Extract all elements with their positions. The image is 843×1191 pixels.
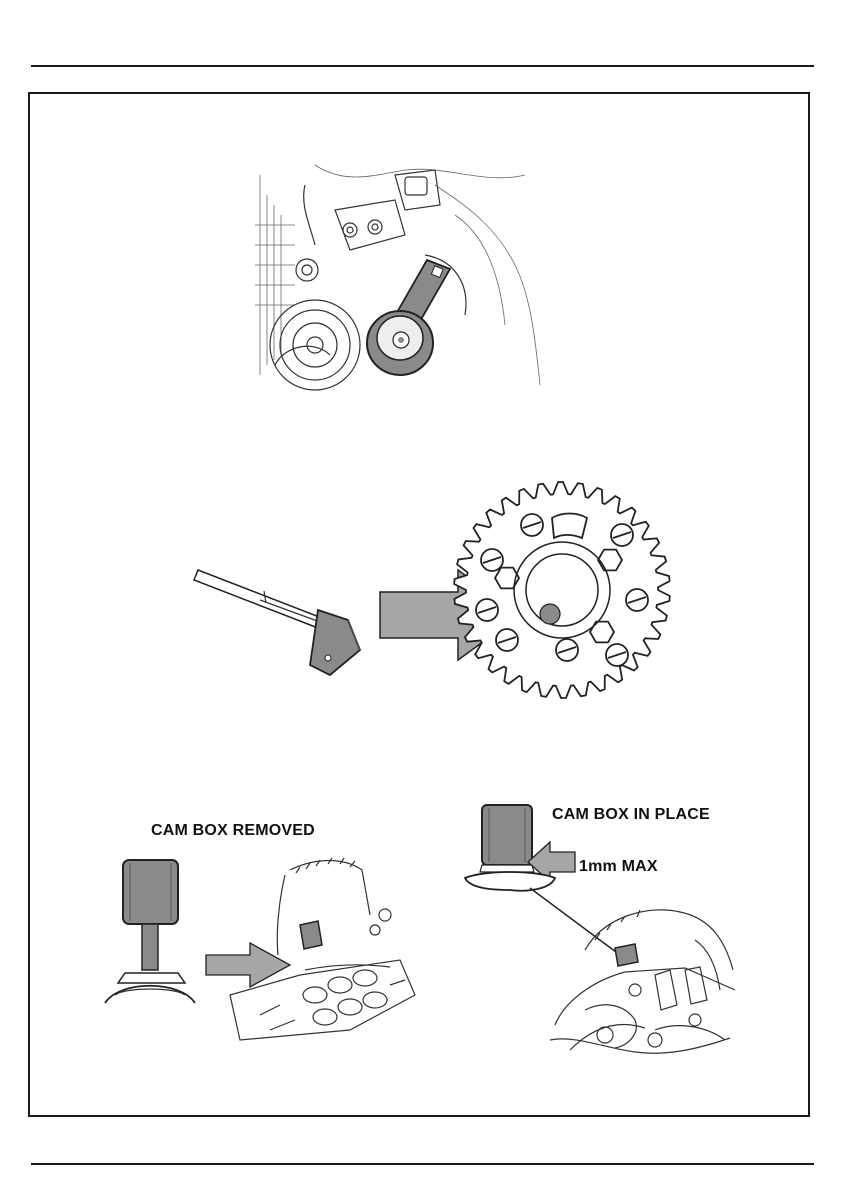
cam-box-in-place-caption: CAM BOX IN PLACE xyxy=(552,806,710,824)
header-rule xyxy=(31,65,814,67)
cam-box-in-place-figure xyxy=(455,800,745,1075)
crankshaft-pulley-tool-figure xyxy=(255,165,550,390)
cam-box-removed-caption: CAM BOX REMOVED xyxy=(151,822,315,840)
footer-rule xyxy=(31,1163,814,1165)
timing-pin-sprocket-figure xyxy=(190,460,670,705)
clearance-caption: 1mm MAX xyxy=(579,858,658,876)
cam-box-removed-figure xyxy=(100,855,420,1055)
